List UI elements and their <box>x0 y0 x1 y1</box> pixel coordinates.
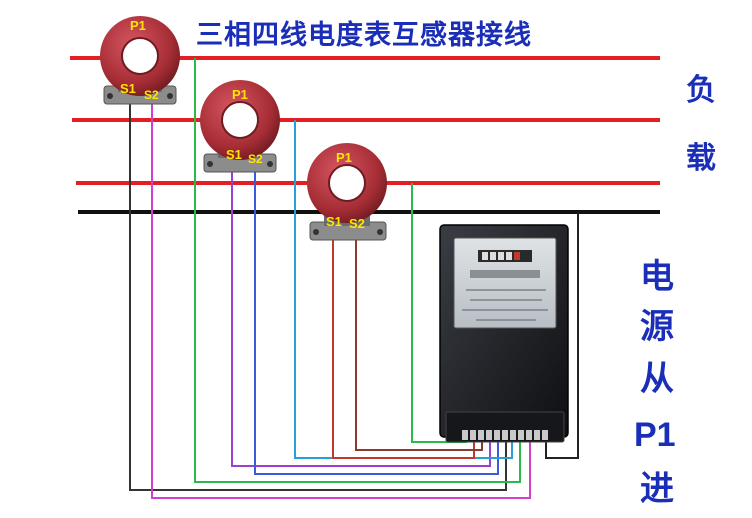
ct-1: P1 S1 S2 <box>100 16 180 105</box>
source-label-char-3: 从 <box>640 359 674 399</box>
meter-disc-slot <box>470 270 540 278</box>
ct2-s1-label: S1 <box>226 147 242 162</box>
meter-register-digits <box>482 252 520 260</box>
ct3-s2-label: S2 <box>349 216 365 231</box>
wire-neutral-tap <box>545 212 579 459</box>
ct1-p1-label: P1 <box>130 18 146 33</box>
ct3-s1-label: S1 <box>326 214 342 229</box>
wire-phase-a-tap <box>194 58 521 483</box>
wire-ct3-s2 <box>355 232 483 451</box>
load-label-char-1: 负 <box>686 73 716 108</box>
wire-ct2-s1 <box>231 165 491 467</box>
load-label: 负 载 <box>686 73 716 176</box>
energy-meter <box>439 224 569 443</box>
source-label-char-2: 源 <box>640 307 674 347</box>
source-label-char-5: 进 <box>640 469 674 509</box>
load-label-char-2: 载 <box>686 141 716 176</box>
wire-ct1-s1 <box>129 98 507 491</box>
ct1-s1-label: S1 <box>120 81 136 96</box>
ct2-p1-label: P1 <box>232 87 248 102</box>
ct2-s2-label: S2 <box>248 152 263 166</box>
ct-3: P1 S1 S2 <box>307 143 387 241</box>
source-label: 电 源 从 P1 进 <box>634 257 676 509</box>
ct1-s2-label: S2 <box>144 88 159 102</box>
source-label-char-1: 电 <box>640 257 674 297</box>
ct-2: P1 S1 S2 <box>200 80 280 173</box>
wire-ct1-s2 <box>151 98 531 499</box>
ct3-p1-label: P1 <box>336 150 352 165</box>
source-label-char-4: P1 <box>634 416 676 454</box>
meter-nameplate-lines <box>462 289 548 321</box>
diagram-title: 三相四线电度表互感器接线 <box>196 19 532 51</box>
meter-terminals <box>462 430 548 440</box>
